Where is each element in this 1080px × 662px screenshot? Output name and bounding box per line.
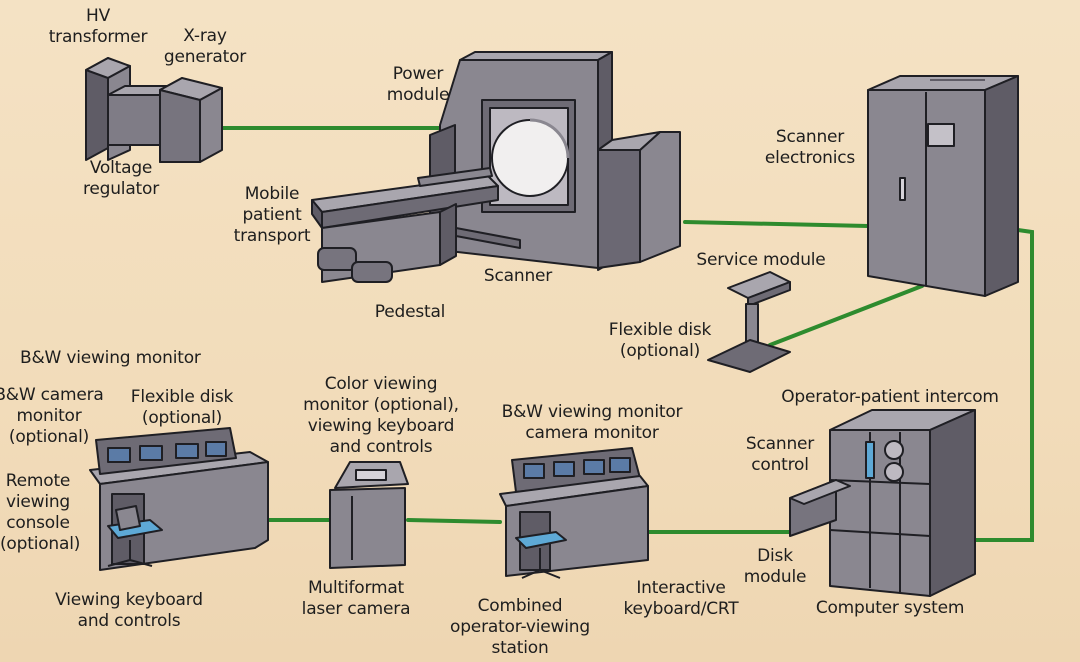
label-power-module: Power module [386,64,450,105]
label-scanner-electronics: Scanner electronics [764,127,856,168]
patient-table-icon [311,167,521,283]
cabinet-icon [867,75,1019,297]
laser-camera-icon [329,461,409,569]
label-operator-patient-intercom: Operator-patient intercom [781,387,999,407]
cable-electronics-to-computer [973,228,1034,542]
cable-scanner-to-electronics [683,220,870,228]
operator-station-icon [499,447,649,579]
label-bw-camera-monitor: B&W camera monitor (optional) [0,385,104,447]
cable-camera-to-station [406,518,502,524]
label-scanner-control: Scanner control [745,434,815,475]
label-service-module: Service module [696,250,826,270]
label-scanner: Scanner [483,266,553,286]
label-computer-system: Computer system [815,598,965,618]
label-combined-station: Combined operator-viewing station [450,596,590,658]
label-interactive-keyboard: Interactive keyboard/CRT [623,578,739,619]
transformer-icon [85,57,223,163]
label-bw-viewing-camera-monitor: B&W viewing monitor camera monitor [501,402,683,443]
label-color-viewing-monitor: Color viewing monitor (optional), viewin… [303,374,459,457]
label-flexible-disk-right: Flexible disk (optional) [608,320,712,361]
label-bw-viewing-monitor-left: B&W viewing monitor [20,348,201,368]
cable-electronics-to-service [768,284,924,347]
label-voltage-regulator: Voltage regulator [82,158,160,199]
label-flexible-disk-left: Flexible disk (optional) [130,387,234,428]
label-disk-module: Disk module [743,546,807,587]
label-multiformat-laser-camera: Multiformat laser camera [301,578,411,619]
label-pedestal: Pedestal [374,302,446,322]
console-icon [89,427,269,571]
label-mobile-patient-transport: Mobile patient transport [233,184,311,246]
computer-icon [789,409,976,597]
label-remote-viewing-console: Remote viewing console (optional) [0,471,81,554]
label-xray-generator: X-ray generator [163,26,247,67]
label-viewing-keyboard-controls: Viewing keyboard and controls [55,590,203,631]
service-stand-icon [707,271,791,373]
label-hv-transformer: HV transformer [48,6,148,47]
